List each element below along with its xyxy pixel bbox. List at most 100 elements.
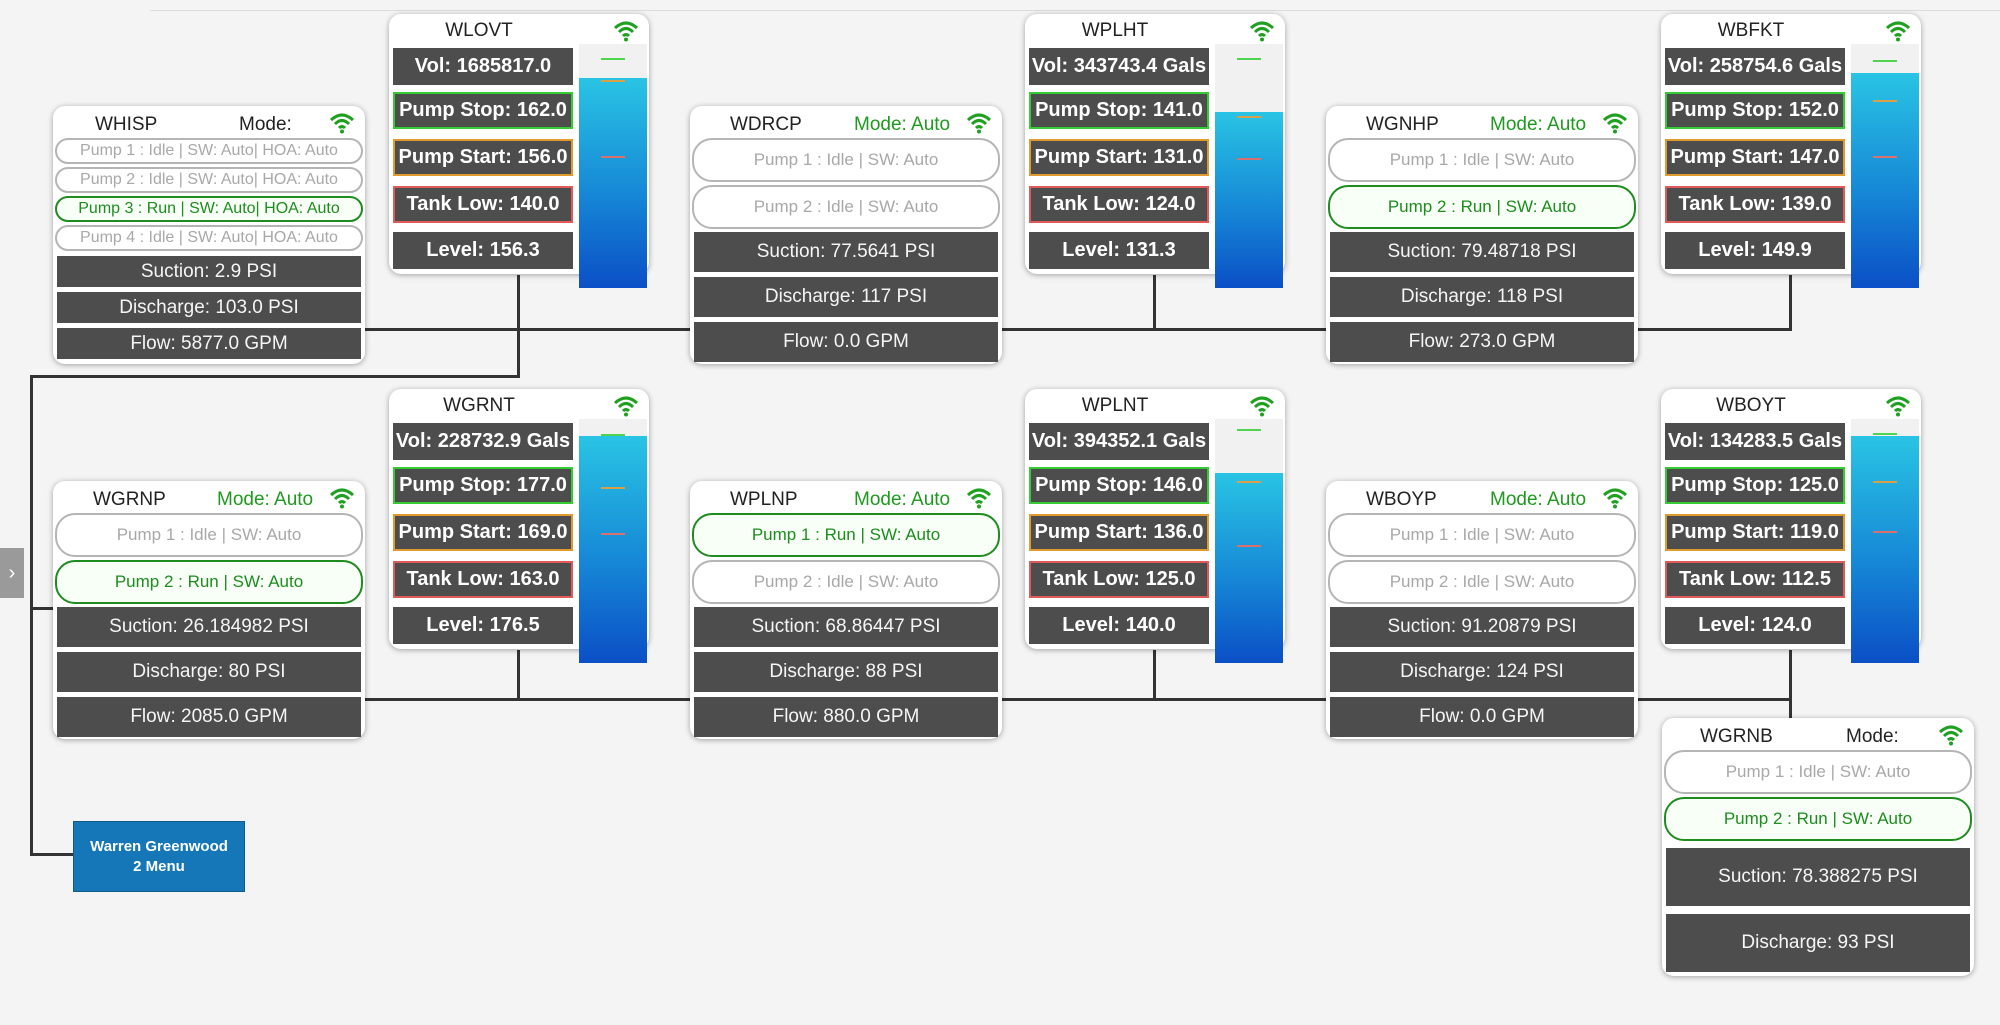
station-name: WGRNP: [93, 489, 166, 510]
pump-stop-setpoint: Pump Stop: 177.0: [393, 467, 573, 504]
tank-level-gauge: [1215, 419, 1283, 663]
tank-low-setpoint: Tank Low: 125.0: [1029, 561, 1209, 598]
suction-readout: Suction: 26.184982 PSI: [57, 607, 361, 647]
pump-station-card: WGRNB Mode: Pump 1 : Idle | SW: Auto Pum…: [1662, 718, 1974, 976]
flow-readout: Flow: 5877.0 GPM: [57, 328, 361, 359]
pump-start-setpoint: Pump Start: 156.0: [393, 139, 573, 176]
pump-status[interactable]: Pump 1 : Idle | SW: Auto: [1664, 750, 1972, 794]
pipe-line: [1635, 328, 1792, 331]
pump-stop-setpoint: Pump Stop: 141.0: [1029, 92, 1209, 129]
wifi-signal-icon: [1885, 396, 1911, 417]
flow-readout: Flow: 2085.0 GPM: [57, 697, 361, 737]
tank-level-gauge: [579, 419, 647, 663]
tank-low-setpoint: Tank Low: 112.5: [1665, 561, 1845, 598]
pump-status[interactable]: Pump 1 : Run | SW: Auto: [692, 513, 1000, 557]
gauge-fill: [1851, 73, 1919, 288]
tank-level: Level: 140.0: [1029, 607, 1209, 644]
suction-readout: Suction: 77.5641 PSI: [694, 232, 998, 272]
tank-card: WBFKT Vol: 258754.6 Gals Pump Stop: 152.…: [1661, 14, 1921, 288]
pipe-line: [30, 853, 75, 856]
gauge-fill: [1851, 436, 1919, 663]
warren-greenwood-2-menu-button[interactable]: Warren Greenwood 2 Menu: [73, 821, 245, 892]
tank-level-gauge: [579, 44, 647, 288]
pump-status[interactable]: Pump 2 : Idle | SW: Auto: [1328, 560, 1636, 604]
pump-status[interactable]: Pump 2 : Run | SW: Auto: [55, 560, 363, 604]
chevron-right-icon: ›: [8, 562, 16, 584]
discharge-readout: Discharge: 124 PSI: [1330, 652, 1634, 692]
tank-name: WPLHT: [1081, 20, 1149, 41]
tank-name: WPLNT: [1081, 395, 1149, 416]
discharge-readout: Discharge: 80 PSI: [57, 652, 361, 692]
side-panel-toggle[interactable]: ›: [0, 548, 24, 598]
wifi-signal-icon: [1249, 396, 1275, 417]
pump-status[interactable]: Pump 2 : Idle | SW: Auto: [692, 560, 1000, 604]
tank-name: WLOVT: [445, 20, 513, 41]
pipe-line: [364, 698, 694, 701]
suction-readout: Suction: 68.86447 PSI: [694, 607, 998, 647]
gauge-low-mark: [1873, 156, 1897, 158]
wifi-signal-icon: [329, 113, 355, 134]
tank-name: WBOYT: [1716, 395, 1786, 416]
pipe-line: [1789, 650, 1792, 720]
pump-status[interactable]: Pump 1 : Idle | SW: Auto: [692, 138, 1000, 182]
station-mode: Mode: Auto: [1490, 114, 1587, 135]
station-name: WGNHP: [1366, 114, 1439, 135]
pump-stop-setpoint: Pump Stop: 152.0: [1665, 92, 1845, 129]
tank-level-gauge: [1215, 44, 1283, 288]
pipe-line: [517, 275, 520, 377]
pump-start-setpoint: Pump Start: 169.0: [393, 514, 573, 551]
pump-status[interactable]: Pump 1 : Idle | SW: Auto: [55, 513, 363, 557]
flow-readout: Flow: 0.0 GPM: [1330, 697, 1634, 737]
pump-status[interactable]: Pump 1 : Idle | SW: Auto: [1328, 513, 1636, 557]
gauge-low-mark: [601, 156, 625, 158]
gauge-low-mark: [1873, 531, 1897, 533]
tank-low-setpoint: Tank Low: 139.0: [1665, 186, 1845, 223]
pump-status[interactable]: Pump 1 : Idle | SW: Auto: [1328, 138, 1636, 182]
gauge-low-mark: [1237, 158, 1261, 160]
pump-status[interactable]: Pump 1 : Idle | SW: Auto| HOA: Auto: [55, 138, 363, 164]
pipe-line: [30, 375, 520, 378]
wifi-signal-icon: [1602, 488, 1628, 509]
wifi-signal-icon: [613, 21, 639, 42]
tank-card: WLOVT Vol: 1685817.0 Gals Pump Stop: 162…: [389, 14, 649, 288]
pump-status[interactable]: Pump 2 : Idle | SW: Auto: [692, 185, 1000, 229]
flow-readout: Flow: 273.0 GPM: [1330, 322, 1634, 362]
wifi-signal-icon: [1938, 725, 1964, 746]
pump-start-setpoint: Pump Start: 147.0: [1665, 139, 1845, 176]
pump-stop-setpoint: Pump Stop: 162.0: [393, 92, 573, 129]
pipe-line: [1789, 275, 1792, 330]
gauge-start-mark: [601, 80, 625, 82]
gauge-fill: [579, 436, 647, 663]
tank-name: WGRNT: [443, 395, 515, 416]
tank-low-setpoint: Tank Low: 124.0: [1029, 186, 1209, 223]
pump-status[interactable]: Pump 2 : Idle | SW: Auto| HOA: Auto: [55, 167, 363, 193]
tank-volume: Vol: 394352.1 Gals: [1029, 423, 1209, 460]
gauge-start-mark: [1237, 116, 1261, 118]
gauge-start-mark: [1873, 481, 1897, 483]
wifi-signal-icon: [966, 488, 992, 509]
pipe-line: [30, 607, 55, 610]
gauge-low-mark: [601, 533, 625, 535]
tank-volume: Vol: 258754.6 Gals: [1665, 48, 1845, 85]
station-mode: Mode:: [1846, 726, 1899, 747]
flow-readout: Flow: 880.0 GPM: [694, 697, 998, 737]
station-name: WGRNB: [1700, 726, 1773, 747]
wifi-signal-icon: [966, 113, 992, 134]
tank-card: WBOYT Vol: 134283.5 Gals Pump Stop: 125.…: [1661, 389, 1921, 663]
gauge-fill: [1215, 472, 1283, 663]
pump-station-card: WBOYP Mode: Auto Pump 1 : Idle | SW: Aut…: [1326, 481, 1638, 739]
tank-level: Level: 124.0: [1665, 607, 1845, 644]
pump-status[interactable]: Pump 2 : Run | SW: Auto: [1664, 797, 1972, 841]
gauge-stop-mark: [1873, 433, 1897, 435]
station-mode: Mode: Auto: [854, 114, 951, 135]
station-mode: Mode: Auto: [1490, 489, 1587, 510]
tank-volume: Vol: 1685817.0 Gals: [393, 48, 573, 114]
pump-status[interactable]: Pump 2 : Run | SW: Auto: [1328, 185, 1636, 229]
pump-status[interactable]: Pump 3 : Run | SW: Auto| HOA: Auto: [55, 196, 363, 222]
pump-status[interactable]: Pump 4 : Idle | SW: Auto| HOA: Auto: [55, 225, 363, 251]
discharge-readout: Discharge: 117 PSI: [694, 277, 998, 317]
wifi-signal-icon: [1885, 21, 1911, 42]
tank-level: Level: 149.9: [1665, 232, 1845, 269]
pump-station-card: WGRNP Mode: Auto Pump 1 : Idle | SW: Aut…: [53, 481, 365, 739]
suction-readout: Suction: 79.48718 PSI: [1330, 232, 1634, 272]
